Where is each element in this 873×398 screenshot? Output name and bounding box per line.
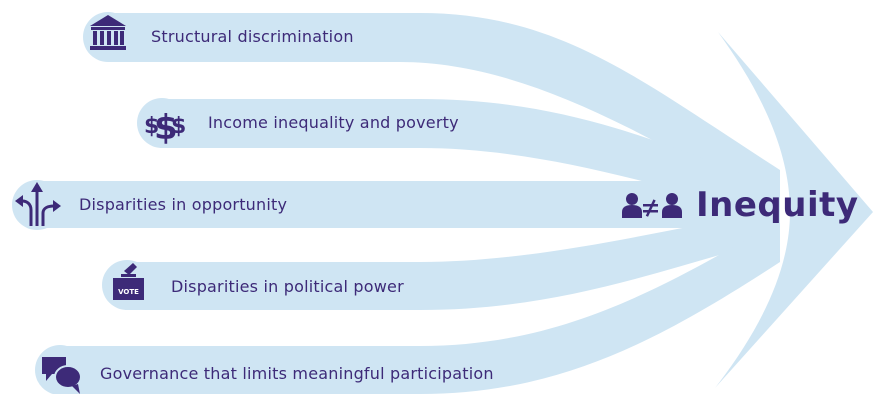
band-income-inequality xyxy=(160,99,780,220)
speech-bubbles-icon xyxy=(42,357,82,394)
band-disparities-opportunity xyxy=(35,181,780,228)
band-governance xyxy=(60,220,780,394)
dollar-signs-icon: $ $ $ xyxy=(144,108,186,148)
institution-building-icon xyxy=(90,15,126,50)
driver-label-political-power: Disparities in political power xyxy=(171,277,404,296)
driver-label-structural-discrimination: Structural discrimination xyxy=(151,27,354,46)
driver-label-disparities-opportunity: Disparities in opportunity xyxy=(79,195,288,214)
svg-text:$: $ xyxy=(154,108,178,148)
band-structural-discrimination xyxy=(108,13,780,212)
svg-text:$: $ xyxy=(171,114,186,139)
outcome-title: Inequity xyxy=(696,185,859,225)
ballot-box-icon: VOTE xyxy=(113,263,144,300)
driver-label-income-inequality: Income inequality and poverty xyxy=(208,113,459,132)
ballot-box-text: VOTE xyxy=(118,288,139,296)
diverging-arrows-icon xyxy=(21,190,55,226)
band-political-power xyxy=(125,210,780,310)
driver-label-governance: Governance that limits meaningful partic… xyxy=(100,364,494,383)
icon-circle-2 xyxy=(137,98,187,148)
arrow-head xyxy=(715,32,873,388)
svg-text:$: $ xyxy=(144,114,159,139)
people-not-equal-icon xyxy=(622,193,682,218)
